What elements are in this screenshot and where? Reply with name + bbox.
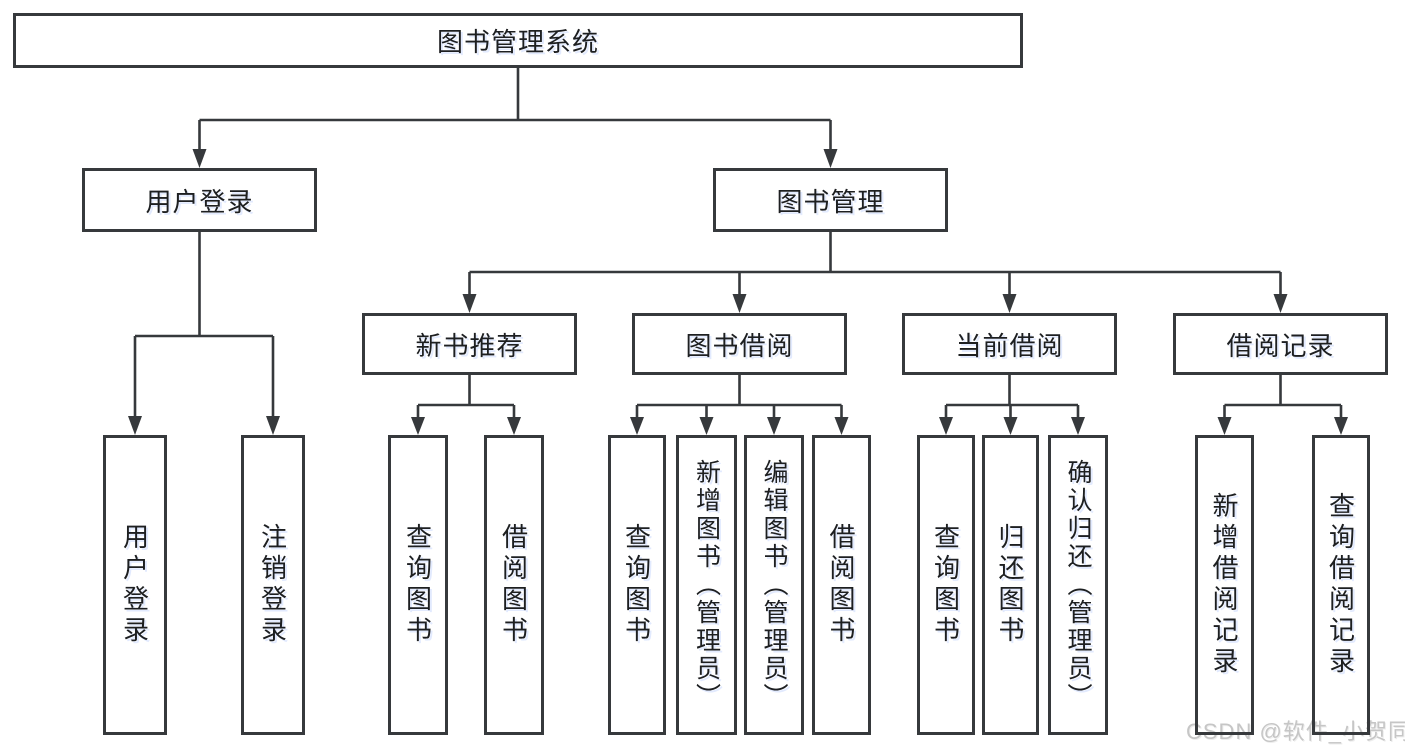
node-label: 确认归还（管理员）	[1064, 459, 1092, 711]
node-new-book-recommend: 新书推荐	[362, 313, 577, 375]
node-label: 新增借阅记录	[1209, 492, 1239, 678]
node-label: 注销登录	[257, 523, 288, 647]
node-current-borrowing: 当前借阅	[902, 313, 1117, 375]
connector-borrowing-to-leaves	[635, 375, 843, 419]
node-label: 借阅图书	[498, 523, 529, 647]
node-borrow-records: 借阅记录	[1173, 313, 1388, 375]
leaf-query-book-current: 查询图书	[917, 435, 975, 735]
leaf-add-book-admin: 新增图书（管理员）	[676, 435, 737, 735]
connector-recommend-to-leaves	[416, 375, 516, 419]
leaf-confirm-return-admin: 确认归还（管理员）	[1048, 435, 1108, 735]
csdn-watermark: CSDN @软件_小贺同学	[1186, 719, 1405, 744]
leaf-return-book: 归还图书	[982, 435, 1039, 735]
node-book-borrowing: 图书借阅	[632, 313, 847, 375]
leaf-borrow-book-recommend: 借阅图书	[484, 435, 544, 735]
node-label: 新书推荐	[415, 330, 524, 361]
leaf-edit-book-admin: 编辑图书（管理员）	[744, 435, 804, 735]
leaf-user-login: 用户登录	[103, 435, 167, 735]
leaf-query-book-borrowing: 查询图书	[608, 435, 666, 735]
leaf-borrow-book-borrowing: 借阅图书	[812, 435, 871, 735]
arrowheads	[128, 149, 1348, 435]
leaf-add-borrow-record: 新增借阅记录	[1195, 435, 1254, 735]
node-label: 归还图书	[995, 523, 1025, 647]
node-label: 新增图书（管理员）	[692, 459, 721, 711]
node-label: 图书管理	[776, 186, 885, 217]
leaf-query-borrow-record: 查询借阅记录	[1312, 435, 1370, 735]
node-label: 查询图书	[621, 523, 652, 647]
connector-bookmgmt-to-level3	[468, 232, 1282, 296]
node-label: 用户登录	[119, 523, 150, 647]
node-label: 查询图书	[402, 523, 433, 647]
leaf-query-book-recommend: 查询图书	[388, 435, 448, 735]
leaf-logout: 注销登录	[241, 435, 305, 735]
connector-root-to-level2	[198, 68, 832, 151]
node-user-login: 用户登录	[82, 168, 317, 232]
node-label: 查询借阅记录	[1325, 492, 1356, 678]
node-label: 当前借阅	[955, 330, 1064, 361]
node-label: 查询图书	[930, 523, 961, 647]
node-root: 图书管理系统	[13, 13, 1023, 68]
node-label: 借阅记录	[1226, 330, 1335, 361]
connector-current-to-leaves	[944, 375, 1080, 419]
node-label: 用户登录	[145, 186, 254, 217]
node-book-management: 图书管理	[713, 168, 948, 232]
node-label: 借阅图书	[826, 523, 856, 647]
node-label: 图书借阅	[685, 330, 794, 361]
node-label: 编辑图书（管理员）	[760, 459, 788, 711]
node-label: 图书管理系统	[436, 27, 599, 57]
connector-userlogin-to-leaves	[133, 232, 275, 418]
connector-records-to-leaves	[1223, 375, 1343, 419]
